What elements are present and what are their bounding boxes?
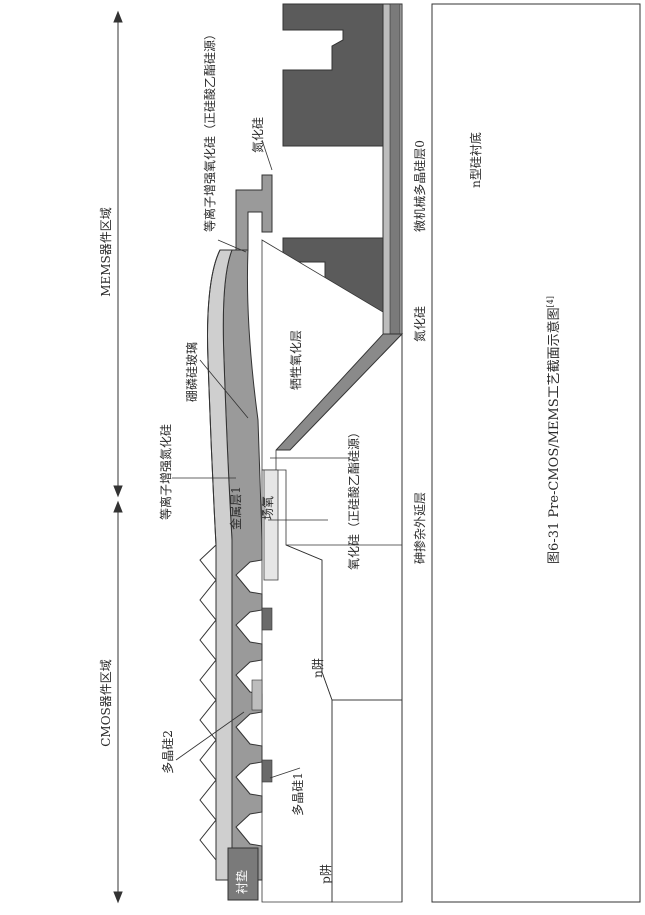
label-sacrificial-oxide: 牺牲氧化层 [289,330,303,390]
label-p-well: p阱 [319,864,333,884]
label-metal1: 金属层1 [228,486,243,530]
field-oxide-band [263,469,279,581]
poly2-gate [251,679,263,711]
label-bpsg: 硼磷硅玻璃 [184,342,199,402]
figure-caption: 图6-31 Pre-CMOS/MEMS工艺截面示意图[4] [546,296,562,564]
poly1-gate-b [261,607,273,631]
label-cmos-region: CMOS器件区域 [99,659,113,747]
label-poly2: 多晶硅2 [161,730,175,774]
caption-ref: [4] [546,296,555,307]
mems-poly0-strip [389,3,401,335]
label-field-oxide: 场氧 [261,496,275,520]
mems-block-top [282,3,384,147]
label-poly1: 多晶硅1 [291,772,305,816]
label-mems-region: MEMS器件区域 [99,207,113,297]
pad-block [227,847,259,901]
region-arrows [113,10,123,904]
label-pecvd-oxide-teos: 等离子增强氧化硅（正硅酸乙酯硅源） [202,28,217,232]
passivation-wave [199,544,217,880]
p-well-region [331,699,403,903]
text-labels: MEMS器件区域 CMOS器件区域 氮化硅 等离子增强氧化硅（正硅酸乙酯硅源） … [99,28,562,894]
label-n-well: n阱 [311,658,325,678]
label-silicon-nitride-bottom: 氮化硅 [412,306,427,342]
label-as-epi: 砷掺杂外延层 [412,492,427,564]
label-pecvd-nitride: 等离子增强氮化硅 [158,424,173,520]
leader-lines [172,139,350,779]
n-substrate-layer [431,3,641,903]
poly1-gate-a [261,759,273,783]
caption-text: 图6-31 Pre-CMOS/MEMS工艺截面示意图 [546,307,562,564]
label-oxide-teos: 氧化硅（正硅酸乙酯硅源） [346,426,361,570]
nitride-cap [235,174,273,251]
label-pad: 衬垫 [234,870,249,894]
layer-structure [199,3,641,903]
label-n-substrate: n型硅衬底 [468,132,483,188]
label-mems-poly0: 微机械多晶硅层0 [412,140,427,232]
label-silicon-nitride-top: 氮化硅 [250,117,265,153]
passivation-outer [207,249,221,546]
